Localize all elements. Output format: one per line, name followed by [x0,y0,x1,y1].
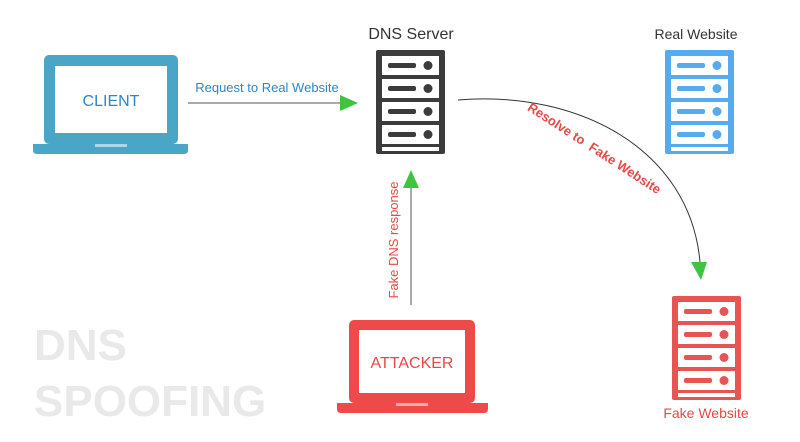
laptop-icon [337,320,488,413]
real-website-label: Real Website [654,26,737,42]
dns-server-node: DNS Server [368,26,454,154]
fake-response-arrow-head [403,170,419,188]
resolve-arrow-head [691,262,707,280]
attacker-node: ATTACKER [337,320,488,413]
title-line-2: SPOOFING [34,377,266,426]
resolve-arrow-line [457,98,701,263]
fake-website-node: Fake Website [663,296,749,421]
fake-website-label: Fake Website [663,405,749,421]
resolve-label: Resolve to Fake Website [525,100,664,197]
request-edge: Request to Real Website [188,80,358,111]
client-label: CLIENT [83,93,140,110]
dns-server-label: DNS Server [368,26,454,43]
server-icon [376,50,445,154]
laptop-icon [33,55,188,154]
diagram-title: DNS SPOOFING [34,321,266,426]
real-website-node: Real Website [654,26,738,154]
server-icon [672,296,741,400]
attacker-label: ATTACKER [371,355,454,372]
title-line-1: DNS [34,321,127,370]
request-label: Request to Real Website [195,80,339,95]
request-arrow-head [340,95,358,111]
fake-response-edge: Fake DNS response [386,170,419,305]
client-node: CLIENT [33,55,188,154]
server-icon [665,50,734,154]
fake-response-label: Fake DNS response [386,181,401,298]
